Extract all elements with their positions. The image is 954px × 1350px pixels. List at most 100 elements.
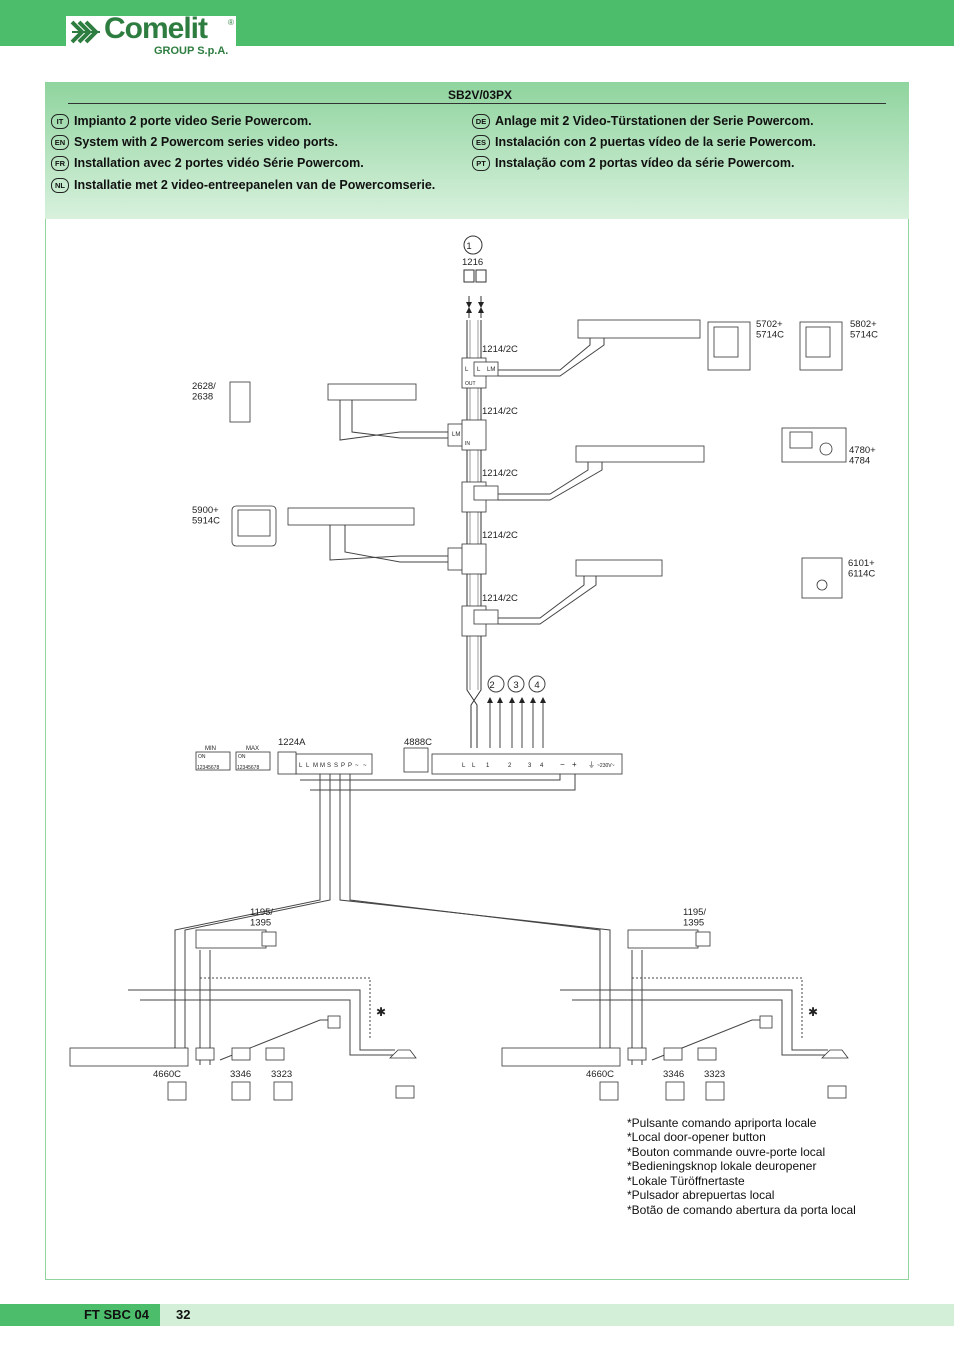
device-label: 4660C: [153, 1069, 181, 1080]
terminal-label: M: [313, 763, 318, 769]
device-label: 1195/1395: [250, 907, 273, 928]
wiring-diagram: 1 1216 1214/2C 1214/2C 1214/2C 1214/2C 1…: [69, 235, 878, 1101]
device-label: 4888C: [404, 737, 432, 748]
lock-icon: [759, 1015, 773, 1029]
note-line: *Pulsador abrepuertas local: [627, 1188, 775, 1202]
terminal-label: P: [341, 763, 345, 769]
device-label: 3346: [230, 1069, 251, 1080]
description-text: Impianto 2 porte video Serie Powercom.: [74, 114, 312, 128]
note-line: *Lokale Türöffnertaste: [627, 1174, 745, 1188]
riser-number-badge: [487, 675, 505, 693]
handset-2628: [229, 381, 251, 423]
riser-number-badge: [528, 675, 546, 693]
language-badge: EN: [51, 135, 69, 150]
note-line: *Botão de comando abertura da porta loca…: [627, 1203, 856, 1217]
description-text: Instalación con 2 puertas vídeo de la se…: [495, 135, 816, 149]
note-line: *Bouton commande ouvre-porte local: [627, 1145, 826, 1159]
distributor-label: 1214/2C: [482, 593, 518, 604]
dip-switch-max: [235, 751, 271, 771]
language-badge: IT: [51, 114, 69, 129]
terminal-label: L: [472, 763, 476, 769]
dip-digits: 12345678: [197, 765, 219, 771]
distributor-label: 1214/2C: [482, 530, 518, 541]
dip-digits: 12345678: [237, 765, 259, 771]
entrance-panel-icon: [167, 1081, 187, 1101]
terminal-label: M: [320, 763, 325, 769]
device-label: 1195/1395: [683, 907, 706, 928]
distributor-label: 1214/2C: [482, 468, 518, 479]
logo-registered: ®: [228, 18, 234, 27]
device-label: 2628/2638: [192, 381, 216, 402]
language-badge: ES: [472, 135, 490, 150]
logo-subtitle: GROUP S.p.A.: [154, 45, 229, 57]
terminal-label: LM: [452, 432, 460, 438]
terminal-label: IN: [465, 441, 470, 447]
star-mark: ✱: [376, 1005, 386, 1019]
device-label: 3323: [704, 1069, 725, 1080]
device-label: 4780+4784: [849, 445, 876, 466]
lock-icon: [327, 1015, 341, 1029]
terminal-label: L: [306, 763, 310, 769]
terminal-label: S: [327, 763, 331, 769]
device-label: 6101+6114C: [848, 558, 875, 579]
terminal-label: ~: [355, 763, 359, 769]
device-label: 5702+5714C: [756, 319, 784, 340]
header-panel: [45, 82, 909, 219]
distributor-label: 1214/2C: [482, 406, 518, 417]
distributor-label: 1214/2C: [482, 344, 518, 355]
page-number: 32: [176, 1307, 191, 1322]
description-it: IT Impianto 2 porte video Serie Powercom.: [51, 114, 312, 129]
note-line: *Bedieningsknop lokale deuropener: [627, 1159, 817, 1173]
language-badge: NL: [51, 178, 69, 193]
terminal-label: ~: [363, 763, 367, 769]
terminal-label: L: [465, 367, 469, 373]
note-line: *Local door-opener button: [627, 1130, 766, 1144]
dip-label: MIN: [205, 746, 216, 752]
device-label: 5802+5714C: [850, 319, 878, 340]
terminal-label: L: [462, 763, 466, 769]
dip-on-label: ON: [238, 754, 246, 760]
terminal-label: ~230V~: [597, 763, 615, 769]
terminal-label: OUT: [465, 381, 476, 387]
terminal-label: S: [334, 763, 338, 769]
language-badge: DE: [472, 114, 490, 129]
description-text: System with 2 Powercom series video port…: [74, 135, 338, 149]
note-line: *Pulsante comando apriporta locale: [627, 1116, 817, 1130]
module-3346-icon: [665, 1081, 685, 1101]
star-mark: ✱: [808, 1005, 818, 1019]
dip-switch-min: [195, 751, 231, 771]
switcher-icon: [403, 747, 429, 773]
description-text: Installation avec 2 portes vidéo Série P…: [74, 156, 364, 170]
entrance-panel-icon: [599, 1081, 619, 1101]
riser-number: 4: [534, 680, 539, 691]
riser-number: 2: [489, 680, 494, 691]
terminal-label: 2: [508, 763, 512, 769]
terminal-label: +: [572, 760, 577, 769]
terminal-label: −: [560, 760, 565, 769]
divider: [68, 103, 886, 104]
terminal-label: ⏚: [588, 761, 595, 769]
device-label: 5900+5914C: [192, 505, 220, 526]
device-label: 3346: [663, 1069, 684, 1080]
riser-number: 3: [513, 680, 518, 691]
terminal-label: L: [477, 367, 481, 373]
terminal-label: LM: [487, 367, 495, 373]
relay-icon: [261, 931, 277, 947]
description-es: ES Instalación con 2 puertas vídeo de la …: [472, 135, 816, 150]
model-code: SB2V/03PX: [447, 88, 513, 102]
device-label: 3323: [271, 1069, 292, 1080]
logo: [66, 16, 236, 58]
description-fr: FR Installation avec 2 portes vidéo Série…: [51, 156, 364, 171]
power-supply-icon: [277, 751, 297, 775]
terminal-label: L: [299, 763, 303, 769]
language-badge: FR: [51, 156, 69, 171]
description-text: Instalação com 2 portas vídeo da série P…: [495, 156, 795, 170]
riser-number-badge: [463, 235, 483, 255]
footer-code: FT SBC 04: [0, 1304, 160, 1326]
riser-model: 1216: [462, 257, 483, 268]
terminal-label: 4: [540, 763, 544, 769]
module-3323-icon: [705, 1081, 725, 1101]
